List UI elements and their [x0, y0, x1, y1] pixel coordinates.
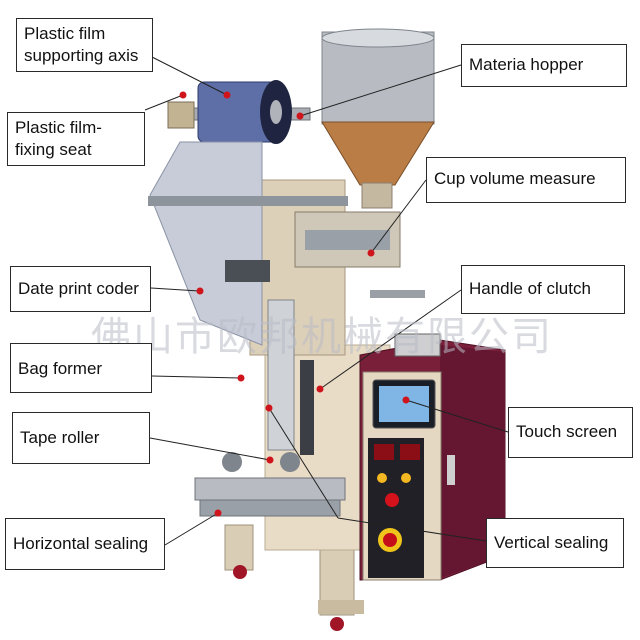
horizontal-seal-front — [199, 499, 341, 517]
vertical-seal-bar — [300, 360, 314, 455]
forming-tube — [267, 299, 295, 451]
film-web — [149, 141, 263, 346]
clutch-box — [394, 333, 441, 357]
label-touch-screen: Touch screen — [508, 407, 633, 458]
film-roll-core — [270, 100, 282, 124]
label-horizontal-sealing: Horizontal sealing — [5, 518, 165, 570]
machine-foot — [318, 600, 364, 614]
leader-lines — [144, 56, 509, 546]
start-button — [385, 493, 399, 507]
hopper-neck — [361, 182, 393, 209]
leader-cup-measure — [370, 179, 427, 254]
machine-leg-left — [224, 524, 254, 571]
marker-bag-former — [237, 374, 245, 382]
label-cup-volume-measure: Cup volume measure — [426, 157, 626, 203]
horizontal-seal-jaw — [194, 477, 346, 501]
marker-touch-screen — [402, 396, 410, 404]
indicator-lamp-2 — [401, 473, 411, 483]
marker-fixing-seat — [179, 91, 187, 99]
label-plastic-film-supporting-axis: Plastic film supporting axis — [16, 18, 153, 72]
tape-roller-wheel-right — [280, 452, 300, 472]
wheel-right — [330, 617, 344, 631]
label-vertical-sealing: Vertical sealing — [486, 518, 624, 568]
cabinet-handle — [447, 455, 455, 485]
label-plastic-film-fixing-seat: Plastic film-fixing seat — [7, 112, 145, 166]
emergency-stop-button — [383, 533, 397, 547]
touch-screen-glass — [379, 386, 429, 422]
marker-date-coder — [196, 287, 204, 295]
marker-film-axis — [223, 91, 231, 99]
marker-hopper — [296, 112, 304, 120]
label-materia-hopper: Materia hopper — [461, 44, 627, 87]
label-date-print-coder: Date print coder — [10, 266, 151, 312]
cup-measure-disc — [305, 230, 390, 250]
label-bag-former: Bag former — [10, 343, 152, 393]
control-keypad — [368, 438, 424, 578]
leader-fixing-seat — [144, 94, 184, 111]
leader-vertical-sealing-2 — [268, 407, 339, 519]
film-fixing-seat — [167, 101, 195, 129]
date-coder-unit — [225, 260, 270, 282]
wheel-left — [233, 565, 247, 579]
marker-tape-roller — [266, 456, 274, 464]
leader-vertical-sealing — [337, 517, 487, 542]
leader-hopper — [299, 64, 462, 117]
temperature-meter-1 — [374, 444, 394, 460]
indicator-lamp-1 — [377, 473, 387, 483]
leader-touch-screen — [405, 399, 509, 433]
clutch-bar — [370, 290, 425, 298]
label-handle-of-clutch: Handle of clutch — [461, 265, 625, 314]
marker-horizontal-sealing — [214, 509, 222, 517]
watermark: 佛山市欧邦机械有限公司 — [91, 314, 553, 360]
leader-bag-former — [151, 375, 241, 379]
marker-clutch — [316, 385, 324, 393]
hopper-rim — [321, 28, 435, 48]
leader-tape-roller — [149, 437, 271, 461]
marker-cup-measure — [367, 249, 375, 257]
temperature-meter-2 — [400, 444, 420, 460]
leader-horizontal-sealing — [164, 512, 219, 546]
tape-roller-wheel-left — [222, 452, 242, 472]
marker-vertical-sealing — [265, 404, 273, 412]
leader-date-coder — [150, 287, 200, 292]
marker-dots — [179, 91, 410, 517]
film-guide-bar — [148, 196, 348, 206]
leader-clutch — [319, 289, 462, 390]
label-tape-roller: Tape roller — [12, 412, 150, 464]
hopper-cone — [321, 121, 435, 186]
leader-film-axis — [151, 56, 226, 95]
